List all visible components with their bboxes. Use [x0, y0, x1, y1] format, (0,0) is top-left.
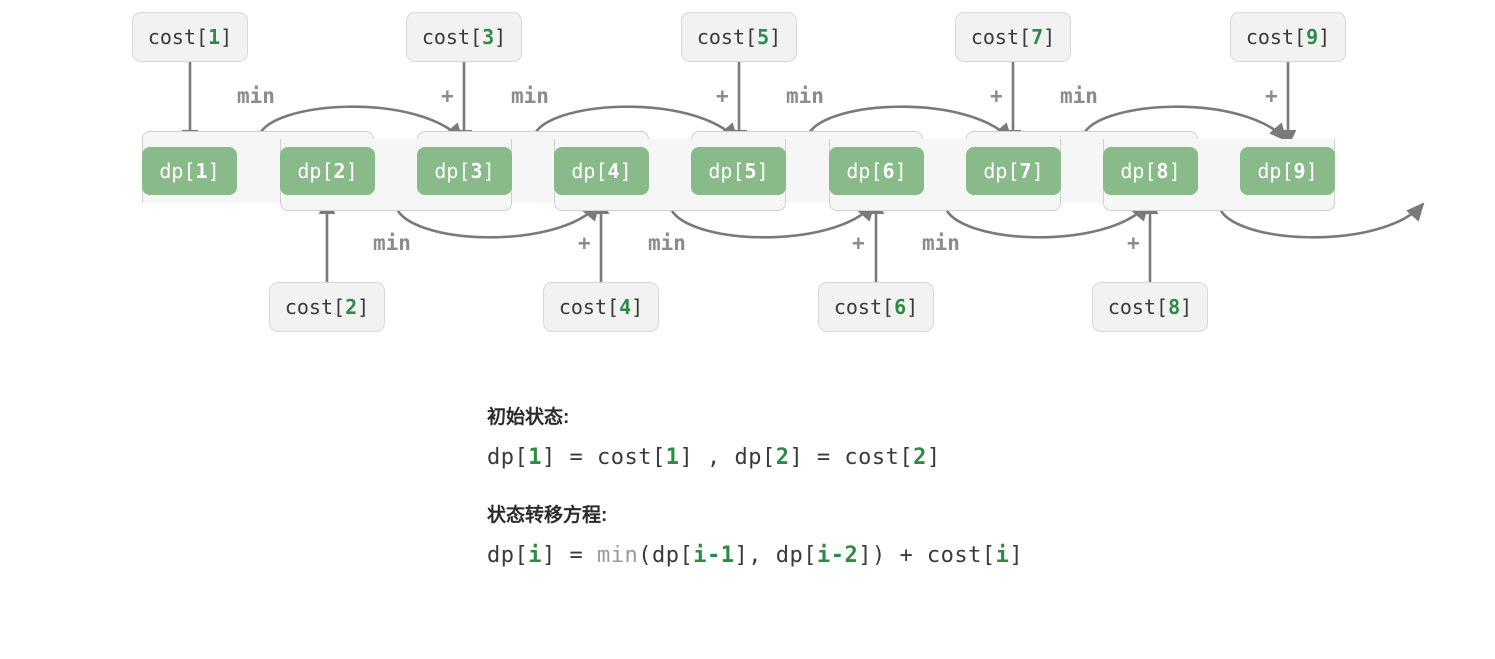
init-i1: 1	[528, 445, 542, 470]
cost-box-7-label: cost[7]	[970, 25, 1056, 49]
init-p4: ] = cost[	[789, 445, 914, 470]
tr-min: min	[596, 543, 639, 568]
op-min-bottom-3: min	[922, 231, 960, 255]
cost-box-4-label: cost[4]	[558, 295, 644, 319]
dp-box-3: dp[3]	[417, 147, 512, 195]
tr-p6: ]	[1009, 543, 1024, 568]
op-min-bottom-2: min	[648, 231, 686, 255]
cost-box-3: cost[3]	[406, 12, 522, 62]
tr-i2: i-1	[693, 543, 735, 568]
dp-box-6: dp[6]	[829, 147, 924, 195]
op-plus-top-4: +	[1265, 84, 1278, 108]
dp-box-7: dp[7]	[966, 147, 1061, 195]
cost-box-9: cost[9]	[1230, 12, 1346, 62]
op-plus-bottom-3: +	[1127, 231, 1140, 255]
init-p1: dp[	[487, 445, 529, 470]
init-i4: 2	[913, 445, 927, 470]
cost-box-4: cost[4]	[543, 282, 659, 332]
init-i2: 1	[665, 445, 680, 470]
transition-heading: 状态转移方程:	[487, 505, 608, 526]
cost-box-3-label: cost[3]	[421, 25, 507, 49]
cost-box-5-label: cost[5]	[696, 25, 782, 49]
dp-box-6-label: dp[6]	[846, 159, 907, 183]
dp-box-4-label: dp[4]	[571, 159, 632, 183]
dp-box-9-label: dp[9]	[1257, 159, 1318, 183]
tr-i3: i-2	[816, 543, 859, 568]
op-plus-top-1: +	[441, 84, 454, 108]
cost-box-1-label: cost[1]	[147, 25, 233, 49]
dp-box-5: dp[5]	[691, 147, 786, 195]
tr-i1: i	[528, 543, 542, 568]
dp-box-9: dp[9]	[1240, 147, 1335, 195]
dp-box-8: dp[8]	[1103, 147, 1198, 195]
op-plus-top-2: +	[716, 84, 729, 108]
dp-box-2: dp[2]	[280, 147, 375, 195]
tr-i4: i	[995, 543, 1010, 568]
init-p3: ] , dp[	[679, 445, 776, 470]
tr-p2: ] =	[542, 543, 597, 568]
init-i3: 2	[775, 445, 790, 470]
dp-box-2-label: dp[2]	[297, 159, 358, 183]
dp-box-5-label: dp[5]	[708, 159, 769, 183]
dp-box-7-label: dp[7]	[983, 159, 1044, 183]
tr-p1: dp[	[487, 543, 529, 568]
initial-state-expression: dp[1] = cost[1] , dp[2] = cost[2]	[487, 445, 1187, 470]
tr-p4: ], dp[	[734, 543, 817, 568]
op-min-top-3: min	[786, 84, 824, 108]
op-min-top-4: min	[1060, 84, 1098, 108]
dp-box-4: dp[4]	[554, 147, 649, 195]
cost-box-2-label: cost[2]	[284, 295, 370, 319]
tr-p3: (dp[	[638, 543, 694, 568]
transition-expression: dp[i] = min(dp[i-1], dp[i-2]) + cost[i]	[487, 543, 1187, 568]
dp-box-3-label: dp[3]	[434, 159, 495, 183]
formula-block: 初始状态: dp[1] = cost[1] , dp[2] = cost[2] …	[487, 402, 1187, 568]
initial-state-heading: 初始状态:	[487, 407, 570, 428]
init-p5: ]	[926, 445, 941, 470]
cost-box-9-label: cost[9]	[1245, 25, 1331, 49]
tr-p5: ]) + cost[	[858, 543, 996, 568]
op-min-top-1: min	[237, 84, 275, 108]
cost-box-6-label: cost[6]	[833, 295, 919, 319]
op-min-bottom-1: min	[373, 231, 411, 255]
op-min-top-2: min	[511, 84, 549, 108]
init-p2: ] = cost[	[542, 445, 666, 470]
dp-box-1: dp[1]	[142, 147, 237, 195]
cost-box-2: cost[2]	[269, 282, 385, 332]
cost-box-6: cost[6]	[818, 282, 934, 332]
cost-box-5: cost[5]	[681, 12, 797, 62]
cost-box-8-label: cost[8]	[1107, 295, 1193, 319]
dp-box-8-label: dp[8]	[1120, 159, 1181, 183]
cost-box-7: cost[7]	[955, 12, 1071, 62]
cost-box-1: cost[1]	[132, 12, 248, 62]
op-plus-bottom-1: +	[578, 231, 591, 255]
op-plus-bottom-2: +	[852, 231, 865, 255]
op-plus-top-3: +	[990, 84, 1003, 108]
dp-box-1-label: dp[1]	[159, 159, 220, 183]
cost-box-8: cost[8]	[1092, 282, 1208, 332]
